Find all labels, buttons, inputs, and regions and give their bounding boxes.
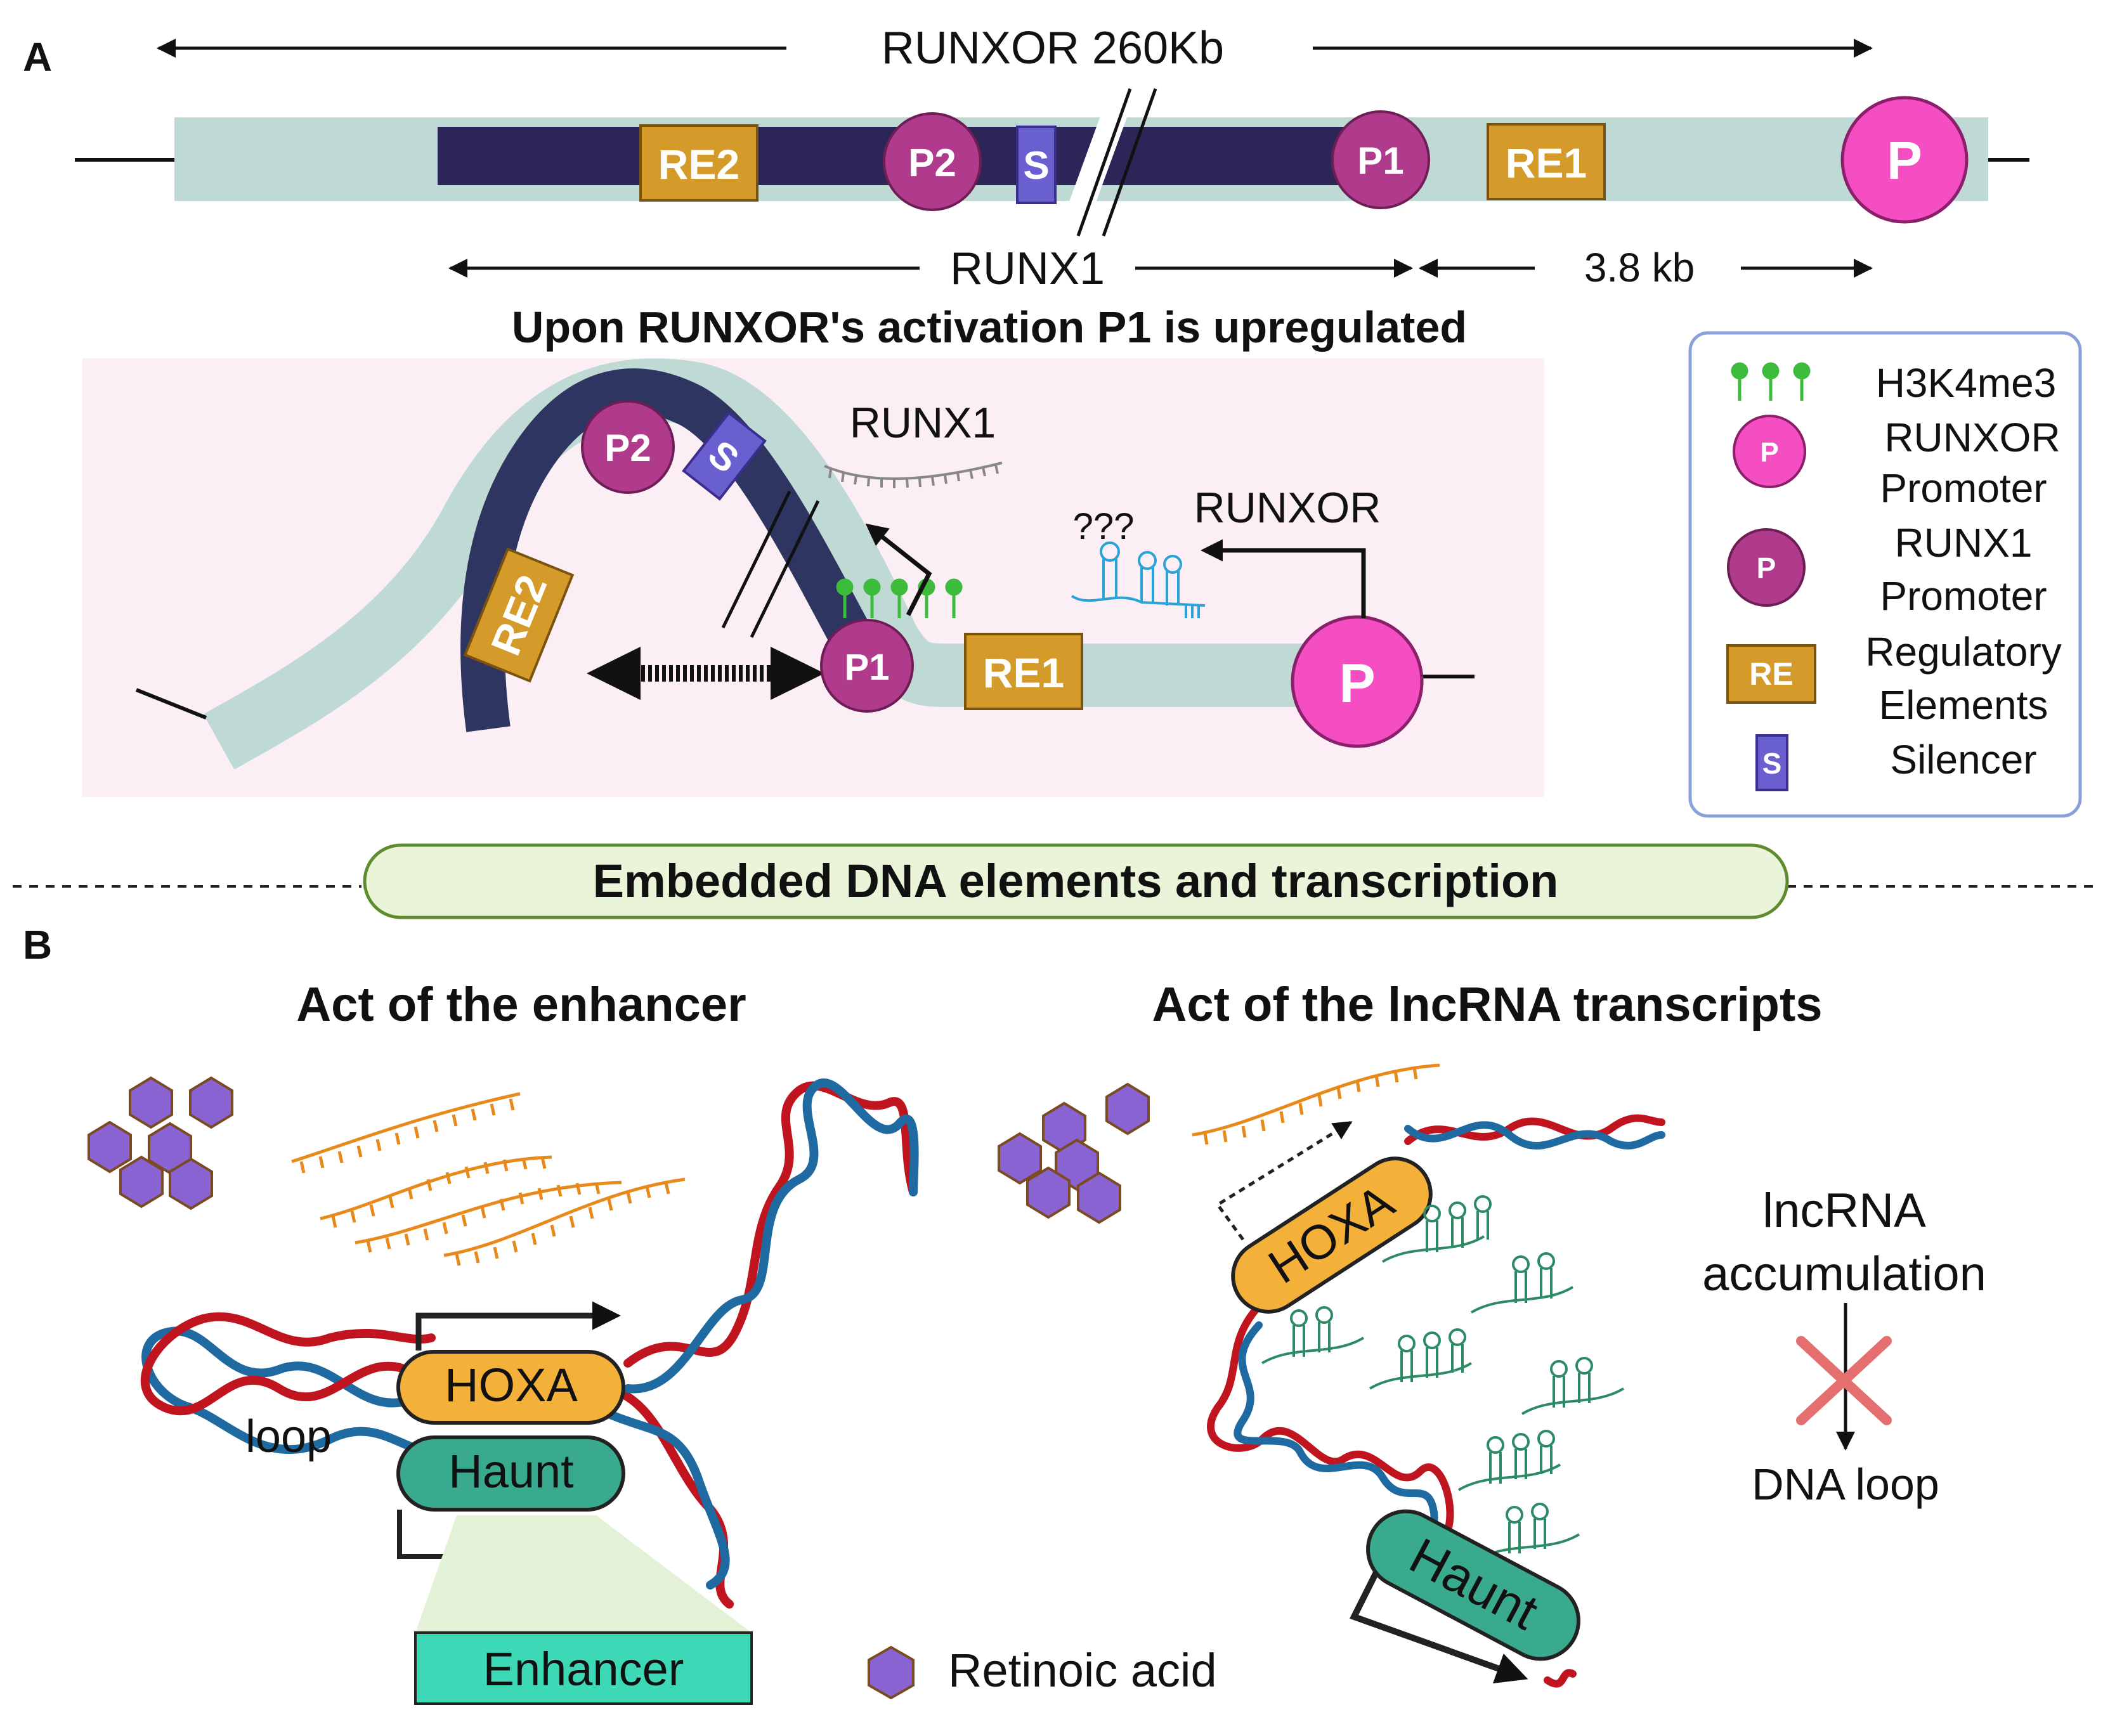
- mrna-transcript-right: [1192, 1063, 1440, 1145]
- distance-label: 3.8 kb: [1584, 245, 1695, 290]
- svg-text:Haunt: Haunt: [448, 1445, 574, 1498]
- retinoic-acid-cluster-right: [998, 1082, 1150, 1224]
- loop-re1-element: RE1: [964, 633, 1083, 710]
- unknown-mark: ???: [1073, 506, 1135, 547]
- accumulation-line2: accumulation: [1702, 1247, 1986, 1301]
- svg-text:HOXA: HOXA: [445, 1359, 578, 1411]
- histone-mark-icon: [1731, 362, 1811, 401]
- runxor-transcription-arrow: [1201, 539, 1366, 618]
- legend-runxor-line2: Promoter: [1880, 465, 2047, 511]
- svg-text:RE: RE: [1749, 656, 1793, 692]
- accumulation-line1: lncRNA: [1762, 1184, 1926, 1238]
- svg-text:P: P: [1757, 552, 1776, 585]
- hoxa-gene-left: HOXA: [396, 1350, 625, 1425]
- runxor-transcript-label: RUNXOR: [1194, 484, 1381, 532]
- legend-runxor-promoter-icon: P: [1733, 415, 1806, 488]
- svg-text:P2: P2: [604, 427, 651, 469]
- haunt-transcription-arrow: [1350, 1571, 1528, 1684]
- loop-p1-promoter: P1: [820, 619, 914, 713]
- runxor-promoter: P: [1840, 96, 1969, 224]
- mrna-transcripts-left: [291, 1092, 686, 1266]
- re2-element: RE2: [639, 124, 759, 202]
- legend-silencer-icon: S: [1755, 734, 1788, 791]
- panel-a-legend: H3K4me3 P RUNXOR Promoter P RUNX1 Promot…: [1688, 331, 2082, 818]
- svg-text:S: S: [1023, 144, 1049, 188]
- dna-loop-label: DNA loop: [1752, 1460, 1939, 1509]
- divider-title: Embedded DNA elements and transcription: [593, 855, 1559, 907]
- svg-text:RE1: RE1: [983, 649, 1064, 696]
- haunt-gene-right: Haunt: [1366, 1509, 1580, 1661]
- panel-a-headline: Upon RUNXOR's activation P1 is upregulat…: [512, 302, 1467, 352]
- section-divider: [13, 843, 2093, 919]
- legend-runx1-line1: RUNX1: [1895, 520, 2033, 566]
- hoxa-transcription-arrow: [415, 1301, 621, 1351]
- loop-label: loop: [245, 1411, 332, 1462]
- hoxa-gene-right: HOXA: [1231, 1156, 1433, 1314]
- legend-runx1-line2: Promoter: [1880, 573, 2047, 619]
- loop-runxor-promoter: P: [1291, 615, 1424, 748]
- lncrna-title: Act of the lncRNA transcripts: [1152, 978, 1822, 1032]
- legend-silencer-text: Silencer: [1890, 737, 2036, 782]
- svg-text:Enhancer: Enhancer: [483, 1643, 684, 1695]
- runx1-mrna-icon: [824, 462, 1003, 488]
- re1-element: RE1: [1487, 123, 1606, 200]
- svg-text:RE1: RE1: [1506, 139, 1587, 186]
- legend-regulatory-line2: Elements: [1879, 682, 2048, 728]
- retinoic-acid-legend-icon: [868, 1645, 915, 1700]
- retinoic-acid-legend-text: Retinoic acid: [948, 1644, 1217, 1697]
- dna-helix-right: [1207, 1114, 1665, 1688]
- enhancer-box: Enhancer: [414, 1515, 753, 1705]
- runx1-transcript-label: RUNX1: [850, 399, 996, 447]
- svg-text:P1: P1: [1357, 139, 1403, 182]
- p2-promoter: P2: [883, 112, 982, 211]
- svg-text:S: S: [1762, 747, 1782, 780]
- svg-text:RE2: RE2: [658, 141, 739, 188]
- haunt-gene-left: Haunt: [396, 1435, 625, 1512]
- loop-re2-element: RE2: [463, 547, 575, 683]
- runx1-transcription-arrow: [865, 523, 932, 616]
- silencer-element: S: [1016, 126, 1057, 204]
- panel-b-label: B: [23, 922, 52, 968]
- h3k4me3-marks: [836, 578, 963, 618]
- lncrna-accumulation-icons: [1261, 1195, 1625, 1561]
- chromatin-loop-diagram: RE2 P2 S P1: [82, 358, 1544, 797]
- legend-runx1-promoter-icon: P: [1727, 528, 1806, 607]
- retinoic-acid-cluster-left: [88, 1076, 233, 1210]
- dna-helix-left: [140, 1078, 919, 1609]
- interaction-arrow: [587, 647, 824, 700]
- svg-text:P1: P1: [845, 647, 890, 688]
- legend-regulatory-icon: RE: [1726, 644, 1816, 704]
- runxor-length-label: RUNXOR 260Kb: [882, 23, 1224, 74]
- loop-silencer-element: S: [682, 411, 767, 501]
- legend-regulatory-line1: Regulatory: [1865, 629, 2062, 675]
- linear-gene-track: [75, 88, 2029, 236]
- runx1-span-label: RUNX1: [950, 243, 1105, 294]
- loop-p2-promoter: P2: [581, 400, 675, 494]
- legend-h3k4me3-text: H3K4me3: [1876, 360, 2057, 406]
- svg-text:P: P: [1760, 437, 1778, 468]
- svg-text:P: P: [1339, 653, 1375, 714]
- enhancer-title: Act of the enhancer: [296, 978, 746, 1032]
- svg-text:P2: P2: [908, 141, 956, 185]
- panel-a-label: A: [23, 34, 52, 80]
- runxor-lncrna-icon: [1071, 541, 1206, 618]
- svg-text:P: P: [1887, 131, 1922, 190]
- legend-runxor-line1: RUNXOR: [1884, 415, 2060, 460]
- p1-promoter: P1: [1331, 110, 1430, 209]
- hoxa-dashed-arrow: [1215, 1120, 1353, 1241]
- inhibition-cross-icon: [1796, 1336, 1892, 1425]
